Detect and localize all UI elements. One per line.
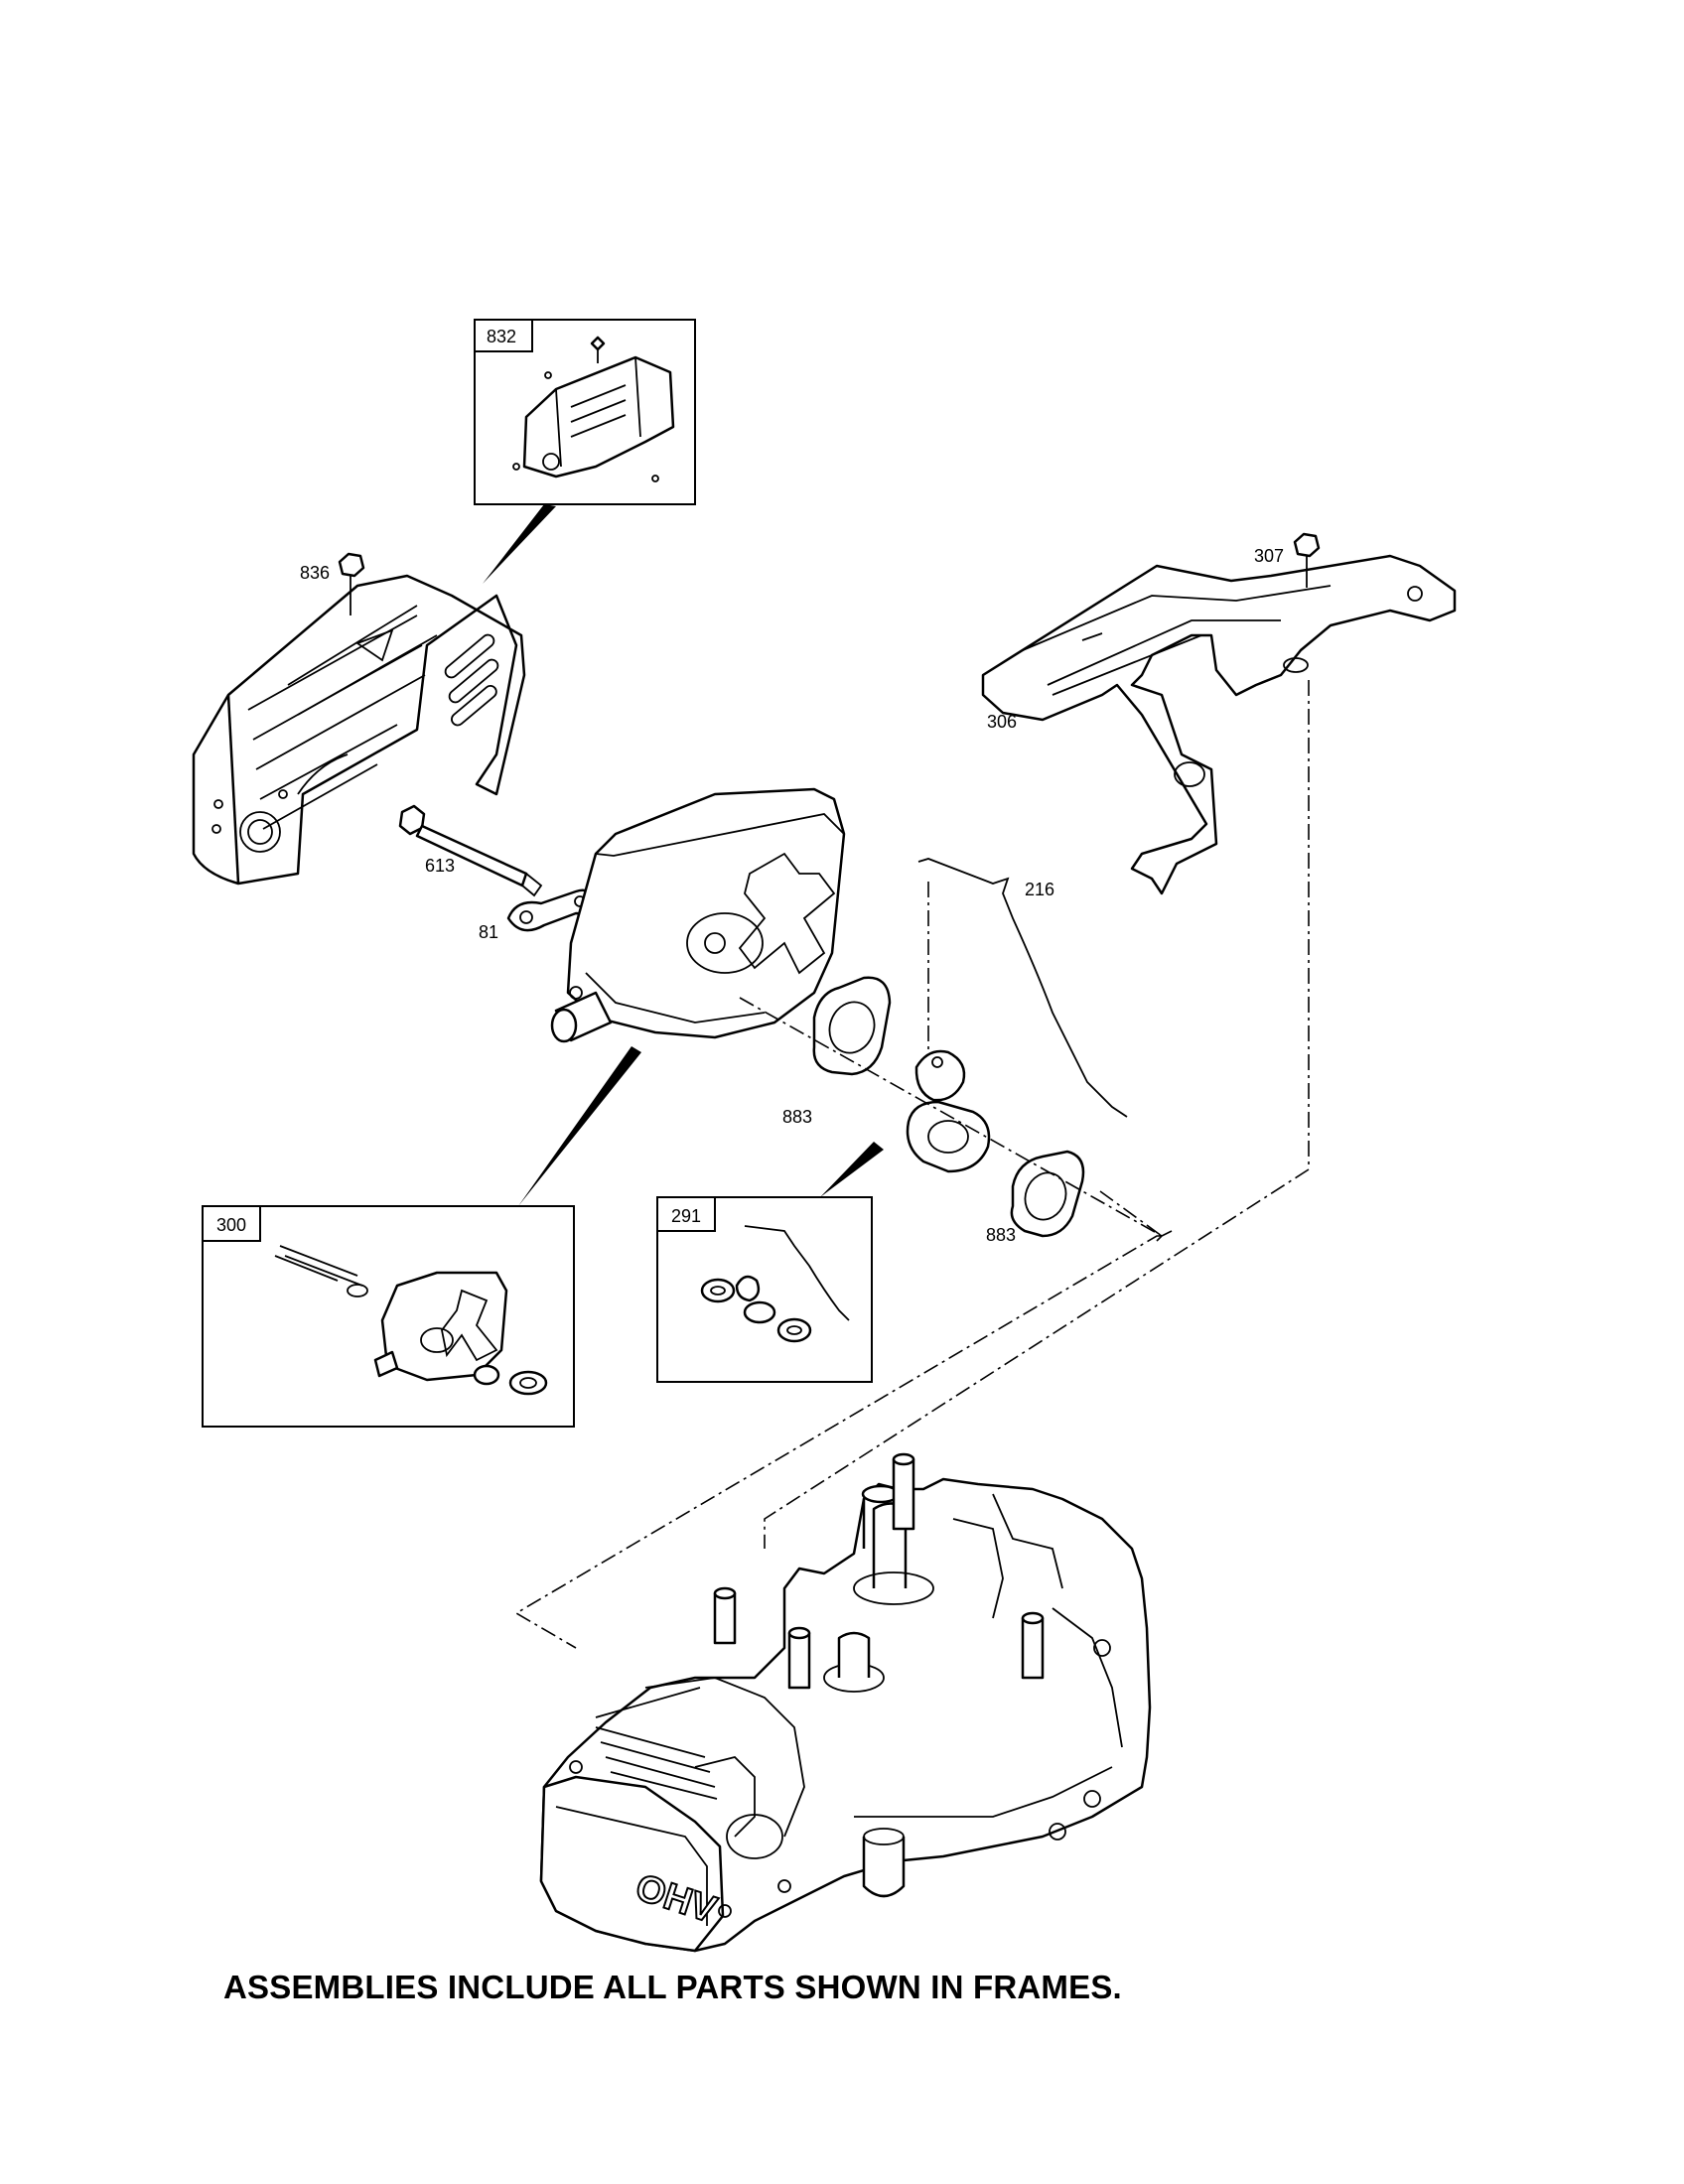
- mini-arrester-kit: [700, 1225, 850, 1343]
- frame-291: 291: [656, 1196, 873, 1383]
- assemblies-footnote: ASSEMBLIES INCLUDE ALL PARTS SHOWN IN FR…: [223, 1969, 1122, 2005]
- assembly-lines: [514, 680, 1310, 1649]
- engine-block: OHV: [539, 1452, 1152, 1953]
- frame-label-832: 832: [487, 327, 516, 346]
- callout-306: 306: [987, 712, 1017, 732]
- callout-81: 81: [479, 922, 498, 942]
- callout-883-upper: 883: [782, 1107, 812, 1127]
- leader-wedge-300: [518, 1046, 641, 1206]
- gasket-883-lower: [1010, 1150, 1085, 1238]
- gasket-883-upper: [812, 976, 892, 1076]
- callout-613: 613: [425, 856, 455, 876]
- bolt-307: [1293, 532, 1321, 588]
- heat-shield: [192, 574, 526, 886]
- bolt-613: [398, 804, 543, 897]
- mini-heat-shield: [512, 336, 675, 482]
- wire-216: [917, 858, 1128, 1118]
- callout-883-lower: 883: [986, 1225, 1016, 1245]
- bracket-306: [981, 554, 1457, 895]
- frame-300: 300: [202, 1205, 575, 1428]
- exhaust-adapter: [906, 1049, 991, 1173]
- bolt-836: [338, 552, 365, 615]
- leader-wedge-832: [483, 504, 556, 584]
- frame-832: 832: [474, 319, 696, 505]
- callout-307: 307: [1254, 546, 1284, 566]
- muffler: [550, 787, 846, 1043]
- callout-836: 836: [300, 563, 330, 583]
- mini-muffler-kit: [274, 1245, 548, 1396]
- frame-label-300: 300: [216, 1215, 246, 1235]
- leader-wedge-291: [820, 1142, 884, 1197]
- frame-label-291: 291: [671, 1206, 701, 1226]
- callout-216: 216: [1025, 880, 1054, 899]
